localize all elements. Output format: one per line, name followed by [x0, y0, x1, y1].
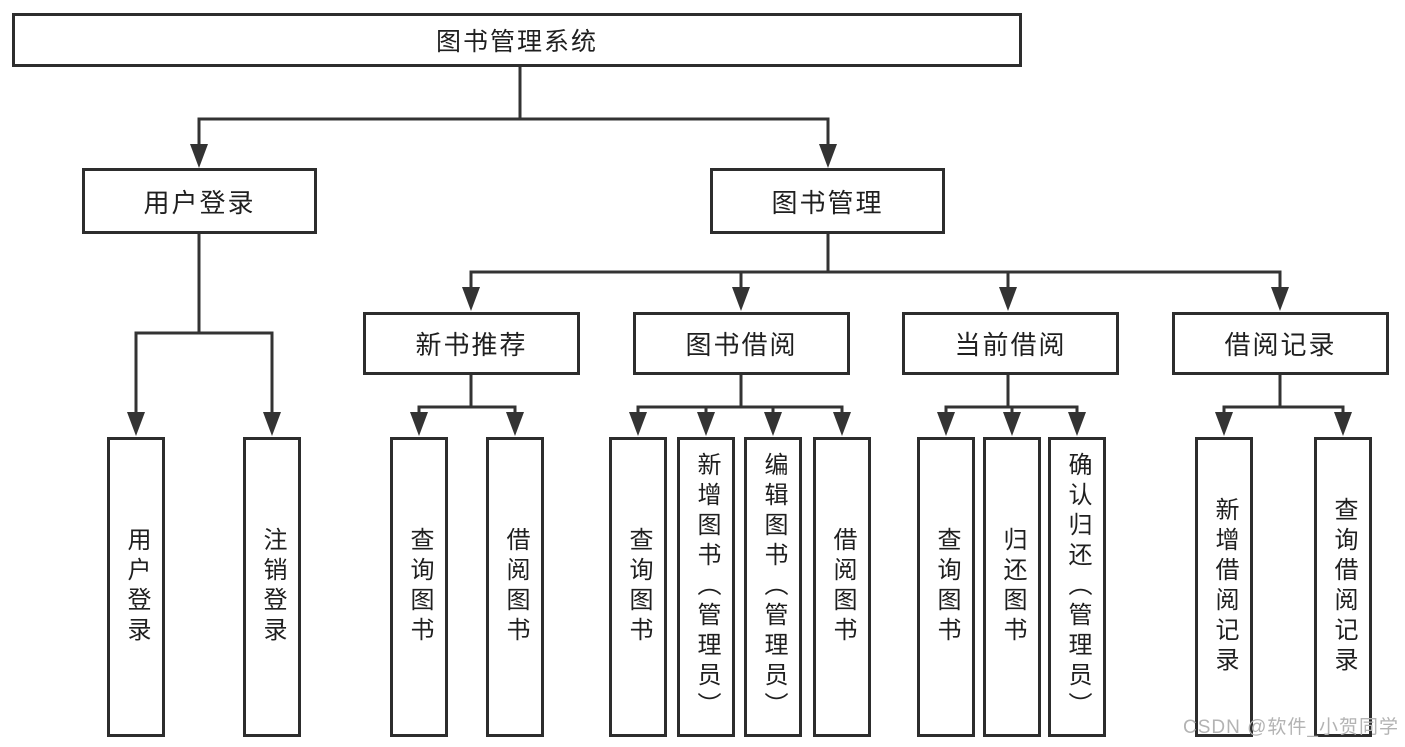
node-user-login: 用户登录 — [82, 168, 317, 234]
watermark: CSDN @软件_小贺同学 — [1183, 717, 1399, 738]
leaf-br-query-record: 查询借阅记录 — [1314, 437, 1372, 737]
connector-borrow-records-children — [1222, 375, 1345, 416]
leaf-user-login: 用户登录 — [107, 437, 165, 737]
connector-new-book-children — [417, 375, 517, 416]
leaf-nb-borrow-books: 借阅图书 — [486, 437, 544, 737]
leaf-bb-borrow-books: 借阅图书 — [813, 437, 871, 737]
leaf-cb-return-books: 归还图书 — [983, 437, 1041, 737]
node-book-management: 图书管理 — [710, 168, 945, 234]
leaf-br-add-record: 新增借阅记录 — [1195, 437, 1253, 737]
leaf-cb-confirm-return-admin: 确认归还（管理员） — [1048, 437, 1106, 737]
leaf-bb-query-books: 查询图书 — [609, 437, 667, 737]
arrowheads-user-login-children — [127, 412, 281, 436]
leaf-logout: 注销登录 — [243, 437, 301, 737]
leaf-cb-query-books: 查询图书 — [917, 437, 975, 737]
node-borrow-records: 借阅记录 — [1172, 312, 1389, 375]
leaf-nb-query-books: 查询图书 — [390, 437, 448, 737]
node-root: 图书管理系统 — [12, 13, 1022, 67]
connector-root-to-level2 — [197, 67, 830, 148]
connector-user-login-children — [134, 234, 274, 416]
leaf-bb-add-books-admin: 新增图书（管理员） — [677, 437, 735, 737]
node-book-borrow: 图书借阅 — [633, 312, 850, 375]
node-current-borrow: 当前借阅 — [902, 312, 1119, 375]
connector-book-management-to-level3 — [469, 234, 1282, 291]
connector-current-borrow-children — [944, 375, 1079, 416]
connector-book-borrow-children — [636, 375, 844, 416]
arrowheads-level3 — [462, 287, 1289, 311]
leaf-bb-edit-books-admin: 编辑图书（管理员） — [744, 437, 802, 737]
arrowheads-level2 — [190, 144, 837, 168]
node-new-book-recommend: 新书推荐 — [363, 312, 580, 375]
arrowheads-leaves — [410, 412, 1352, 436]
